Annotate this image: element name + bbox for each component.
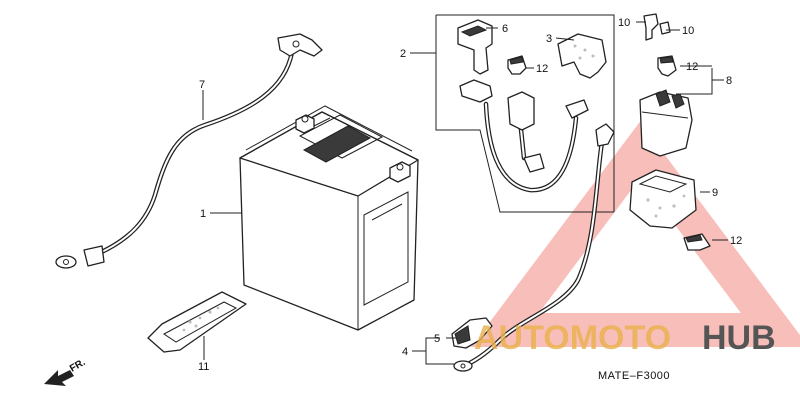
terminal-cover-part-3 (557, 33, 607, 79)
callout-10-right: 10 (682, 25, 694, 37)
callout-11: 11 (198, 361, 209, 373)
callout-3: 3 (546, 33, 552, 45)
negative-cable-part-7 (55, 33, 323, 269)
callout-8: 8 (726, 75, 732, 87)
callout-1: 1 (200, 208, 206, 220)
callout-12-lower: 12 (730, 235, 742, 247)
callout-5: 5 (434, 333, 440, 345)
callout-9: 9 (712, 187, 718, 199)
watermark-text-hub: HUB (702, 319, 776, 357)
starter-relay-part-8 (639, 89, 693, 157)
terminal-cover-part-6 (457, 19, 493, 75)
callout-12-upper: 12 (536, 63, 548, 75)
fuse-part-12-upper (507, 55, 527, 75)
terminal-boot-part-5 (451, 317, 493, 349)
battery-band-part-11 (147, 291, 247, 353)
bolt-part-10 (643, 13, 671, 41)
callout-labels: 1 2 3 4 5 6 7 8 9 10 10 11 12 12 12 (198, 17, 742, 373)
callout-2: 2 (400, 48, 406, 60)
diagram-code: MATE–F3000 (598, 370, 670, 382)
watermark-triangle (471, 121, 800, 347)
callout-6: 6 (502, 23, 508, 35)
callout-4: 4 (402, 346, 408, 358)
fr-label: FR. (68, 357, 88, 375)
relay-cover-part-9 (629, 169, 697, 229)
fuse-part-12-right (657, 55, 677, 77)
watermark-text-automoto: AUTOMOTO (474, 319, 671, 357)
positive-cable-part-4 (453, 123, 615, 372)
watermark-logo: AUTOMOTO HUB (474, 319, 776, 357)
leader-lines (202, 21, 728, 365)
callout-7: 7 (199, 79, 205, 91)
fuse-part-12-lower (683, 233, 711, 251)
callout-10-left: 10 (618, 17, 630, 29)
part-2-group-bracket (435, 14, 615, 213)
front-direction-arrow: FR. (44, 357, 88, 386)
battery-part-1 (239, 105, 419, 331)
callout-12-right: 12 (686, 61, 698, 73)
wire-harness-part-2 (459, 79, 589, 193)
